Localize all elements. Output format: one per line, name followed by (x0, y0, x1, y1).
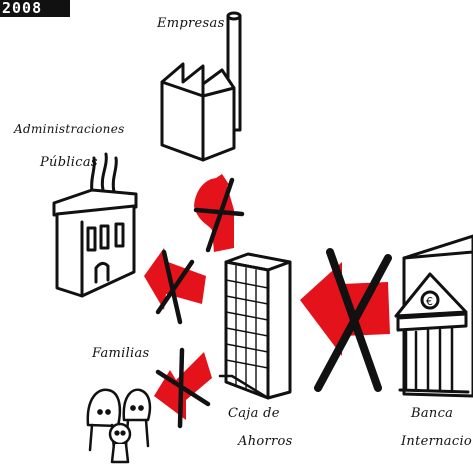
arrow-caja-to-empresas (194, 174, 242, 252)
label-banca-line2: Internacional (401, 434, 473, 449)
label-administraciones-line2: Públicas (40, 155, 98, 170)
label-familias: Familias (92, 346, 150, 361)
label-administraciones-line1: Administraciones (14, 122, 125, 136)
svg-text:€: € (426, 295, 433, 308)
arrow-banca-to-caja (300, 252, 390, 388)
savings-bank-building-icon (220, 254, 290, 398)
family-people-icon (88, 390, 150, 462)
international-bank-building-icon: € (396, 236, 473, 396)
government-building-icon (54, 154, 136, 296)
label-banca-line1: Banca (411, 406, 453, 421)
arrow-caja-to-administraciones (144, 248, 206, 322)
label-caja-line1: Caja de (228, 406, 280, 421)
arrow-caja-to-familias (154, 350, 212, 426)
label-caja-line2: Ahorros (238, 434, 293, 449)
factory-icon (162, 13, 240, 160)
label-empresas: Empresas (157, 16, 225, 31)
